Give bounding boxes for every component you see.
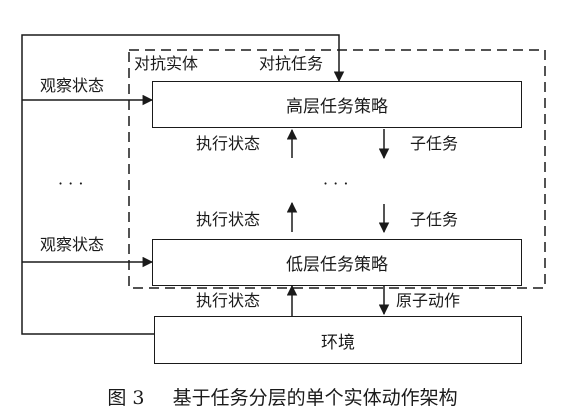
high-level-policy-box: 高层任务策略 xyxy=(152,81,522,128)
exec-state-top-label: 执行状态 xyxy=(196,134,261,153)
observe-state-bottom-label: 观察状态 xyxy=(40,235,105,254)
dots-center: · · · xyxy=(323,174,349,193)
entity-label: 对抗实体 xyxy=(134,54,199,73)
high-level-policy-label: 高层任务策略 xyxy=(286,97,388,117)
atomic-action-label: 原子动作 xyxy=(396,291,461,310)
entity-boundary xyxy=(128,49,546,289)
figure-number: 图 3 xyxy=(107,387,145,409)
environment-label: 环境 xyxy=(321,332,355,353)
subtask-top-label: 子任务 xyxy=(410,134,459,153)
exec-state-env-label: 执行状态 xyxy=(196,291,261,310)
dots-left: · · · xyxy=(58,174,84,193)
figure-title: 基于任务分层的单个实体动作架构 xyxy=(172,387,458,409)
figure-caption: 图 3 基于任务分层的单个实体动作架构 xyxy=(0,383,565,410)
exec-state-mid-label: 执行状态 xyxy=(196,210,261,229)
adversarial-task-label: 对抗任务 xyxy=(259,54,324,73)
observe-state-top-label: 观察状态 xyxy=(40,76,105,95)
low-level-policy-box: 低层任务策略 xyxy=(152,239,522,286)
subtask-bottom-label: 子任务 xyxy=(410,210,459,229)
adversarial-task-loop xyxy=(21,34,345,335)
environment-box: 环境 xyxy=(154,316,522,364)
low-level-policy-label: 低层任务策略 xyxy=(286,255,388,275)
